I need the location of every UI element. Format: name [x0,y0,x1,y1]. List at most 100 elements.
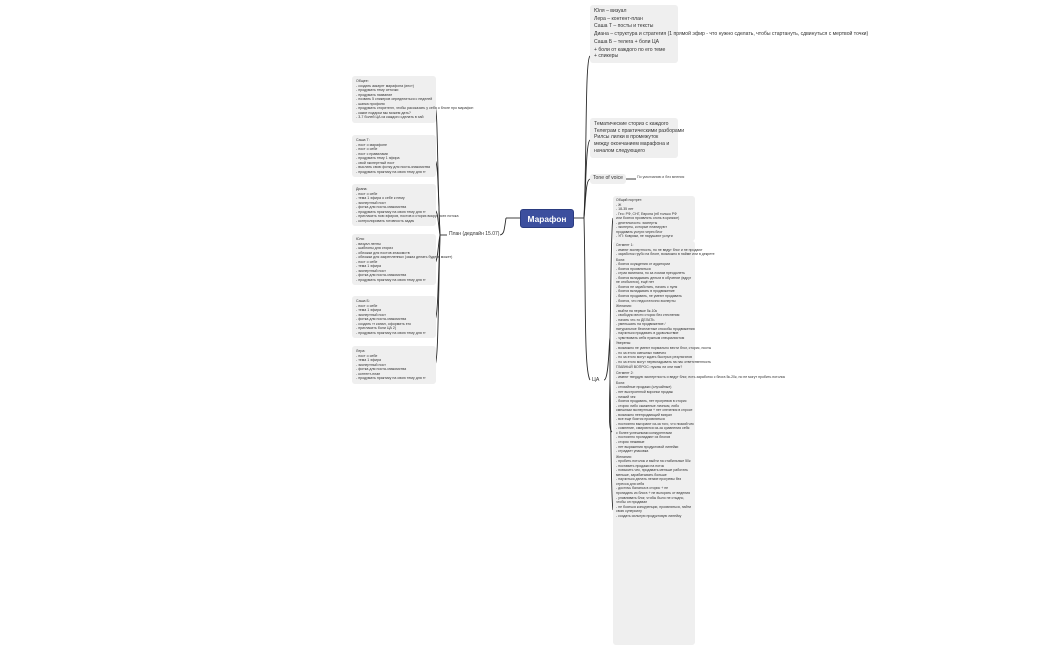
audience-line: - сторис либо сжиженые личным, либо [616,403,680,408]
task-line: - тема 1 эфира о себе к нему [356,196,405,201]
audience-line: - нет выстроенной воронки продаж [616,389,673,394]
audience-line: - поставить продажи на поток [616,463,665,468]
audience-line: - боятся продавать, нет прогревов в стор… [616,399,687,404]
task-line: - шапка профиля [356,101,385,106]
audience-line: с более успешными конкурентами [616,430,672,435]
task-line: - пригласить пою эфиров, постов и сториз… [356,214,459,219]
plan-branch-label[interactable]: План (дедлайн 15.07) [449,231,500,237]
audience-line: - имеют экспертность, но не ведут блог и… [616,247,703,252]
central-topic-node[interactable]: Марафон [520,209,574,228]
audience-line: натуральное бесплатные способы продвижен… [616,326,695,331]
task-line: - продумать практику на свою тему для тг [356,209,426,214]
audience-line: не отобьются), ещё нет [616,280,655,285]
audience-line: - боятся осуждения от аудитории [616,262,671,267]
audience-line: - начать что-то ДЕЛАТЬ [616,317,655,322]
audience-line: стресса для себя [616,481,645,486]
tone-of-voice-node[interactable]: Tone of voice [590,174,626,184]
block-line: Юля – визуал [594,8,627,14]
task-line: Юля: [356,237,365,241]
audience-line: - эксперты, которые планируют [616,225,667,230]
task-line: - контент-план [356,371,381,376]
audience-line: - но за этого смешных навечно [616,350,667,355]
task-line: - обложки для закрепленных (заказ делать… [356,255,453,260]
task-line: - тема 1 эфира [356,358,382,363]
audience-line: - возможно не умеют нормально вести блог… [616,346,712,351]
task-block-sasha-t[interactable]: Саша Т:- пост о марафоне- пост о себе- п… [352,135,436,178]
audience-line: - низкий чек [616,394,636,399]
task-block-general[interactable]: Общее:- создать аккаунт марафона (инст)-… [352,76,474,123]
task-line: - продумать сторителл, чтобы рассказать … [356,106,474,111]
connector-ca-trunk [603,337,613,433]
task-line: - пост о себе [356,191,378,196]
audience-line: смешным экспертным + нет спечения в спро… [616,408,693,413]
block-line: + боли от каждого по его теме [594,46,666,53]
audience-line: - боятся вкладывать деньги в обучение (в… [616,275,692,280]
audience-line: - возможно неепродающий визуал [616,412,672,417]
connector-ca-portrait [609,217,614,339]
task-line: - фотка для поста-знакомства [356,317,407,322]
audience-line: Общий портрет: [616,198,643,202]
block-line: Рилсы лилки в промежуток [594,134,659,141]
connector-ca [583,217,591,381]
block-line: Саша Б – телега + боли ЦА [594,38,660,45]
audience-line: - заработок грубо на блоге, возможно в н… [616,252,715,257]
task-line: - 3-7 болей ЦА из каждого сделать в хай [356,115,424,120]
task-line: Диана: [356,187,368,191]
task-line: - продумать практику на свою тему для тг [356,330,426,335]
audience-line: - боятся вкладывать в продвижение [616,289,675,294]
audience-line: - выйти на первые 5к-10к [616,308,658,313]
task-line: - фотка для поста-знакомства [356,367,407,372]
task-line: - выслать свою фотку для поста-знакомств… [356,165,431,170]
task-block-yulia[interactable]: Юля:- визуал ленты- шаблоны для сториз- … [352,234,453,286]
task-line: Лера: [356,349,366,353]
audience-line: - имеют твердую экспертность и ведут бло… [616,375,786,380]
task-line: - тема 1 эфира [356,264,382,269]
block-line: Телеграм с практическими разборами [594,127,685,134]
tone-of-voice-note: По умолчанию и без мнения [637,175,685,179]
audience-line: - страх вагинала, но за ломом преодолеть [616,271,685,276]
task-block-lera[interactable]: Лера:- пост о себе- тема 1 эфира- экспер… [352,346,436,384]
task-line: - контролировать готовность задач [356,218,415,223]
task-line: - шаблоны для сториз [356,246,393,251]
audience-line: - не бояться конкуренции, проявляться, н… [616,504,692,509]
audience-segments-block[interactable]: Сегмент 1:- имеют экспертность, но не ве… [613,241,786,645]
task-line: - продумать тему сеточки [356,88,399,93]
audience-line: - стихийные продажи (случайные) [616,385,672,390]
audience-line: Желания: [616,454,632,459]
audience-line: Уверены: [616,341,632,346]
audience-line: меньше, зарабатывать больше [616,472,667,477]
task-line: - фотка для поста-знакомства [356,273,407,278]
audience-line: Сегмент 1: [616,243,634,247]
audience-portrait-block[interactable]: Общий портрет:- Ж- 18-35 лет- Гео: РФ, С… [613,196,695,241]
task-line: Общее: [356,79,369,83]
tone-of-voice-label: Tone of voice [593,175,624,181]
task-block-diana[interactable]: Диана:- пост о себе- тема 1 эфира о себе… [352,184,459,227]
audience-line: - УП: Коврики, не нарушают услуги [616,234,673,239]
connector-ca-segments [609,379,614,511]
task-line: - продумать тему 1 эфира [356,156,400,161]
block-line: + спикеры [594,53,619,60]
audience-line: - постоянно выгорают из-за того, что низ… [616,421,694,426]
task-line: - свой экспертный пост [356,160,395,165]
audience-line: - свободно вести сторис без стеснения [616,313,680,318]
task-line: - продумать название [356,92,393,97]
audience-line: Боли: [616,257,626,262]
audience-line: - научиться делать легкие прогревы без [616,477,682,482]
task-block-sasha-b[interactable]: Саша Б:- пост о себе- тема 1 эфира- эксп… [352,296,436,339]
audience-line: - но за этого могут перекладывать на нас… [616,359,711,364]
audience-line: - достичь баланса в сторис + не [616,486,669,491]
audience-line: - страдает упаковка [616,449,649,454]
audience-line: - постоянно пропадают из блогов [616,435,671,440]
audience-line: ГЛАВНЫЙ ВОПРОС: нужны ли они нам? [616,365,683,370]
audience-line: - сторис неживые [616,439,645,444]
audience-line: - деятельность: эксперты [616,220,658,225]
task-line: - пост о марафоне [356,142,387,147]
task-line: - продумать практику на свою тему для тг [356,376,426,381]
audience-line: - пробить потолок и выйти на стабильные … [616,459,691,464]
audience-line: - создать сильную продуктовую линейку [616,513,682,518]
audience-line: Желания: [616,304,632,309]
audience-branch-label[interactable]: ЦА [592,377,600,383]
